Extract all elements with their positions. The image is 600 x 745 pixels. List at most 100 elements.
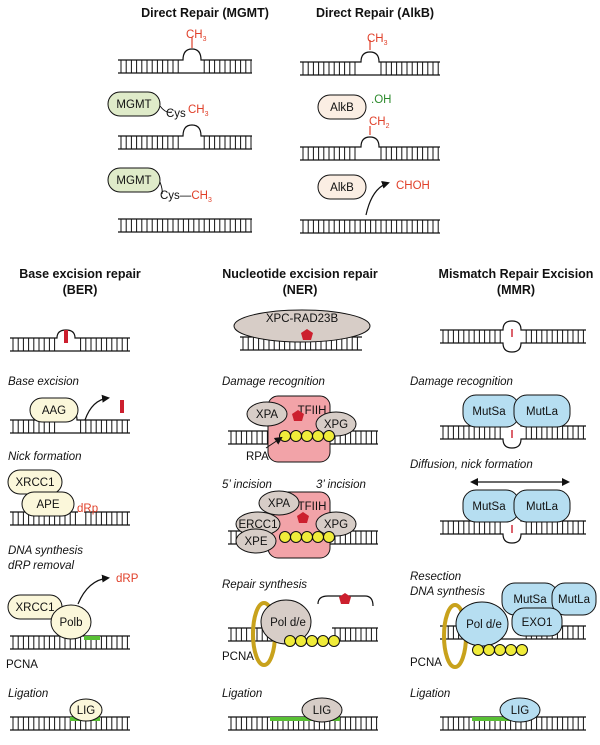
rpa-bead: [483, 644, 495, 656]
aag-protein: [29, 397, 79, 423]
ber-step-ligation: Ligation: [8, 688, 48, 700]
alkb-title: Direct Repair (AlkB): [316, 6, 434, 20]
xpc-label: XPC-RAD23B: [266, 313, 339, 325]
drp-label: dRP: [116, 573, 139, 585]
dna-duplex: [440, 320, 586, 353]
ner-title-1: Nucleotide excision repair: [222, 267, 378, 281]
ch3-alkb: CH3: [367, 33, 388, 47]
tfiih-label-2: TFIIH: [298, 501, 327, 513]
dna-duplex: [300, 219, 440, 234]
mutla-protein-2: [513, 489, 571, 523]
mmr-step-ligation: Ligation: [410, 688, 450, 700]
polb-label: Polb: [59, 617, 82, 629]
pol-label: Pol d/e: [270, 617, 306, 629]
lesion: [301, 329, 313, 340]
mutla-protein: [513, 394, 571, 428]
tfiih-label: TFIIH: [298, 405, 327, 417]
ch3-label: CH3: [186, 29, 207, 43]
rpa-label: RPA: [246, 451, 269, 463]
mutla-label-3: MutLa: [558, 594, 591, 606]
xpg-protein: [315, 411, 357, 437]
mutla-label: MutLa: [526, 406, 559, 418]
lig-protein-mmr: [499, 697, 541, 723]
mmr-step-diffusion: Diffusion, nick formation: [410, 459, 533, 471]
mutsa-label-2: MutSa: [472, 501, 506, 513]
lig-label-ner: LIG: [313, 705, 332, 717]
dna-duplex: [300, 136, 440, 161]
rpa-bead: [472, 644, 484, 656]
mgmt-title: Direct Repair (MGMT): [141, 6, 269, 20]
ner-step-incision5: 5’ incision: [222, 479, 272, 491]
excised-lesion: [339, 593, 351, 604]
xpa-protein-2: [258, 490, 300, 516]
dna-duplex: [10, 716, 130, 731]
mgmt-label: MGMT: [116, 99, 151, 111]
rpa-bead: [279, 430, 291, 442]
mutla-protein-3: [551, 582, 597, 616]
xpg-label-2: XPG: [324, 519, 348, 531]
xpa-protein: [246, 401, 288, 427]
dna-duplex: [300, 51, 440, 76]
release-arrow: [365, 180, 390, 216]
rpa-bead: [312, 531, 324, 543]
rpa-beads-2: [279, 531, 335, 543]
ape-protein: [21, 491, 75, 517]
ber-step-base-excision: Base excision: [8, 376, 79, 388]
mmr-title-2: (MMR): [497, 283, 535, 297]
mmr-step-resection-1: Resection: [410, 571, 461, 583]
excised-base: [120, 400, 124, 413]
mgmt-linker-2: [159, 181, 163, 195]
rpa-bead: [290, 430, 302, 442]
cys-label: Cys: [166, 108, 186, 120]
rpa-bead: [516, 644, 528, 656]
mmr-pcna-label: PCNA: [410, 657, 442, 669]
rpa-bead: [323, 531, 335, 543]
ligated-patch-mmr: [472, 717, 524, 721]
mgmt-protein-2: [107, 167, 161, 193]
ber-step-synth-1: DNA synthesis: [8, 545, 83, 557]
xrcc1-label: XRCC1: [16, 477, 55, 489]
ber-pcna-label: PCNA: [6, 659, 38, 671]
pol-label-mmr: Pol d/e: [466, 619, 502, 631]
ner-step-damage: Damage recognition: [222, 376, 325, 388]
mutsa-label: MutSa: [472, 406, 506, 418]
xpg-protein-2: [315, 511, 357, 537]
ner-step-incision3: 3’ incision: [316, 479, 366, 491]
rpa-bead: [301, 430, 313, 442]
cys-methyl-label: Cys—CH3: [160, 190, 212, 204]
dna-duplex: [118, 218, 252, 233]
dna-duplex: [118, 124, 252, 150]
ber-title-1: Base excision repair: [19, 267, 141, 281]
rpa-pointer: [265, 436, 283, 449]
mgmt-linker: [159, 105, 173, 113]
rpa-bead: [317, 635, 329, 647]
rpa-bead: [323, 430, 335, 442]
rpa-bead: [328, 635, 340, 647]
rpa-bead: [290, 531, 302, 543]
new-dna: [84, 636, 100, 640]
ber-title-2: (BER): [63, 283, 98, 297]
ch2-label: CH2: [369, 116, 390, 130]
alkb-label: AlkB: [330, 102, 354, 114]
dna-duplex: [118, 48, 252, 74]
ch3-label-2: CH3: [188, 104, 209, 118]
ner-title-2: (NER): [283, 283, 318, 297]
rpa-bead: [494, 644, 506, 656]
mmr-step-resection-2: DNA synthesis: [410, 586, 485, 598]
mutsa-label-3: MutSa: [513, 594, 547, 606]
xpa-label-2: XPA: [268, 498, 290, 510]
rpa-bead: [306, 635, 318, 647]
exo1-protein: [511, 607, 563, 637]
polb-protein: [50, 604, 92, 640]
rpa-beads-3: [284, 635, 340, 647]
mmr-title-1: Mismatch Repair Excision: [439, 267, 594, 281]
rpa-bead: [284, 635, 296, 647]
xpe-label: XPE: [244, 536, 267, 548]
excision-arrow: [84, 394, 110, 421]
rpa-bead: [505, 644, 517, 656]
exo1-label: EXO1: [522, 617, 553, 629]
mutla-label-2: MutLa: [526, 501, 559, 513]
xpe-protein: [235, 528, 277, 554]
lig-protein: [69, 698, 103, 722]
